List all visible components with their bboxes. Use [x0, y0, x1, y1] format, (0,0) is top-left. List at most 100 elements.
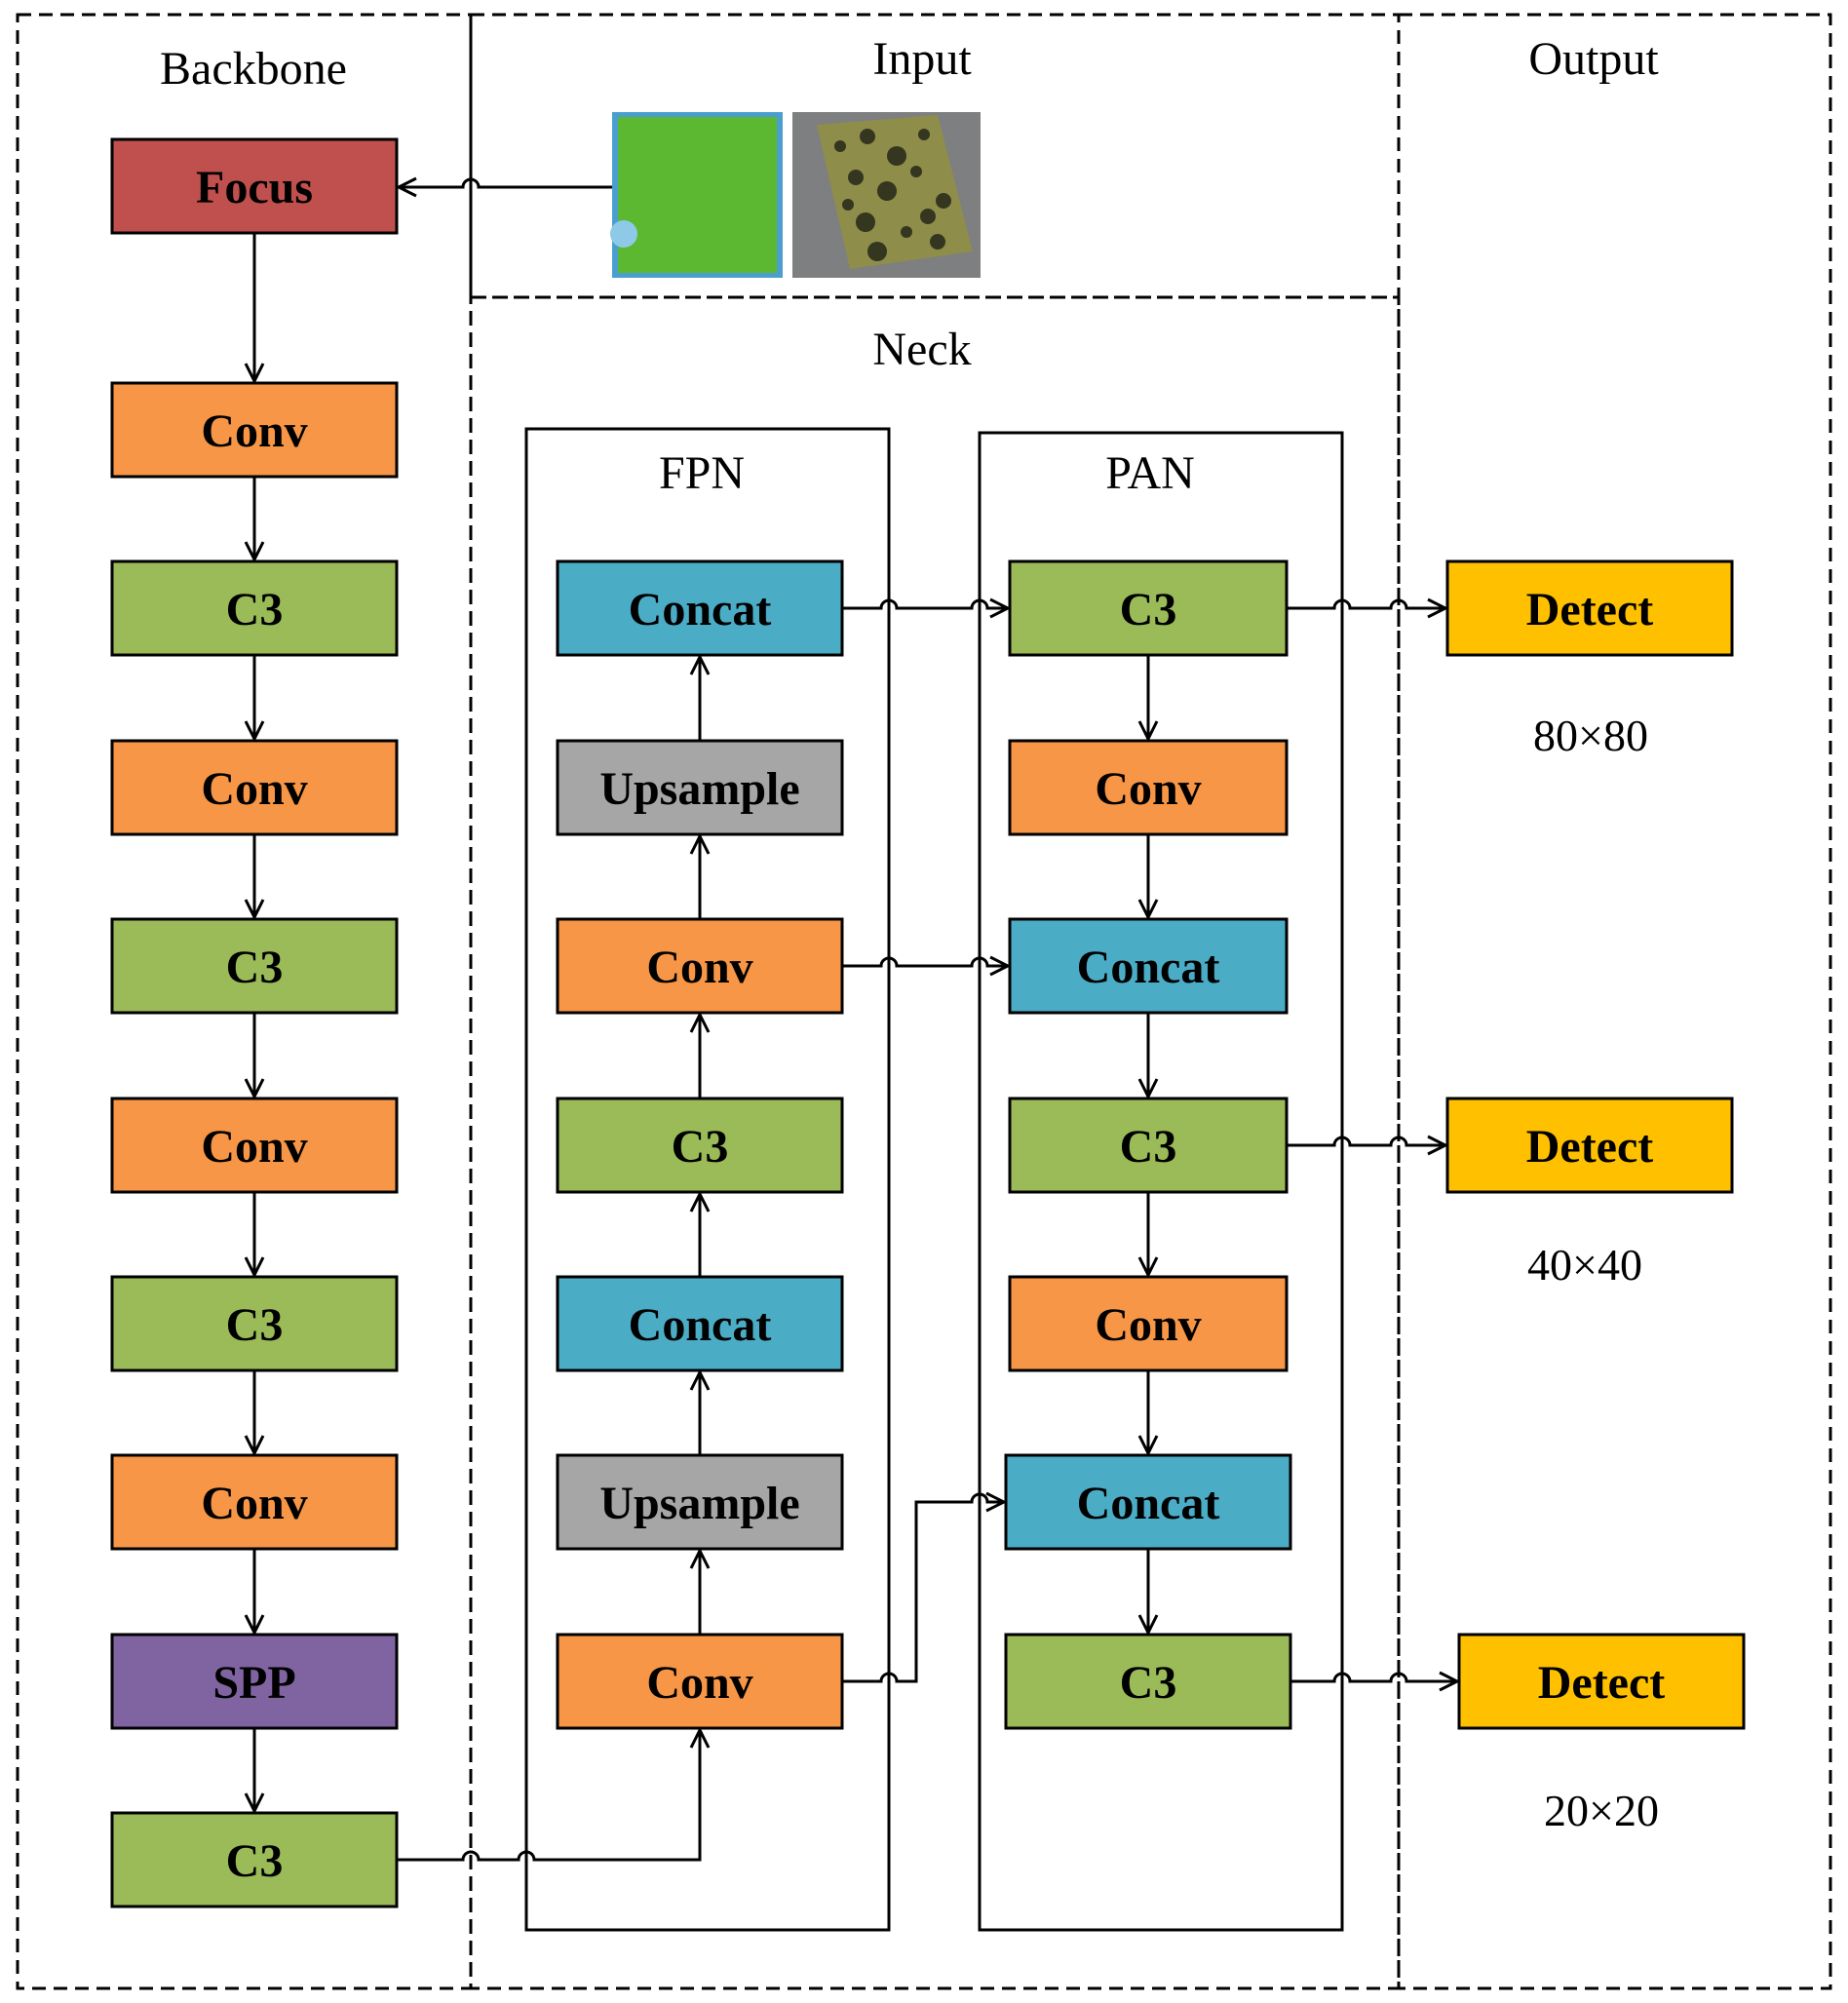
output-block-detect-2-box [1457, 1633, 1746, 1730]
backbone-block-conv-7-label: Conv [201, 1478, 307, 1529]
input-images [610, 112, 981, 278]
output-block-detect-1-label: Detect [1526, 1121, 1654, 1173]
pan-block-c3-0-label: C3 [1120, 584, 1177, 636]
input-image-1-card [618, 117, 777, 273]
pan-block-c3-6-label: C3 [1120, 1657, 1177, 1709]
pan-block-concat-2-box [1008, 917, 1289, 1015]
fpn-block-conv-2: Conv [556, 917, 844, 1015]
backbone-block-conv-1: Conv [110, 381, 399, 479]
fpn-block-upsample-5-box [556, 1453, 844, 1551]
pan-block-c3-0: C3 [1008, 559, 1289, 657]
backbone-block-focus-0: Focus [110, 137, 399, 235]
backbone-block-c3-9: C3 [110, 1811, 399, 1908]
pan-block-concat-5: Concat [1004, 1453, 1292, 1551]
fpn-block-conv-6-box [556, 1633, 844, 1730]
output-block-detect-1-box [1445, 1097, 1734, 1194]
backbone-block-spp-8: SPP [110, 1633, 399, 1730]
pan-block-conv-4: Conv [1008, 1275, 1289, 1372]
fpn-block-c3-3-label: C3 [672, 1121, 729, 1173]
pan-c3-to-detect-20-arrow [1290, 1674, 1457, 1681]
pan-block-c3-6-box [1004, 1633, 1292, 1730]
backbone-block-c3-6-box [110, 1275, 399, 1372]
output-size-label-0: 80×80 [1533, 711, 1648, 760]
fpn-block-concat-4: Concat [556, 1275, 844, 1372]
backbone-block-c3-4-box [110, 917, 399, 1015]
neck-frame [469, 295, 1401, 1990]
input-image-green-card [610, 112, 783, 278]
backbone-block-c3-9-box [110, 1811, 399, 1908]
backbone-block-c3-6-label: C3 [226, 1299, 284, 1351]
pan-frame [978, 431, 1344, 1932]
output-block-detect-0-box [1445, 559, 1734, 657]
backbone-block-c3-9-label: C3 [226, 1835, 284, 1887]
input-image-2-spot [918, 129, 930, 140]
output-size-label-1: 40×40 [1527, 1240, 1642, 1290]
fpn-block-upsample-1-box [556, 739, 844, 836]
pan-block-conv-1-box [1008, 739, 1289, 836]
pan-block-c3-3: C3 [1008, 1097, 1289, 1194]
input-image-spotted-card [792, 112, 981, 278]
output-block-detect-0: Detect [1445, 559, 1734, 657]
backbone-block-conv-7: Conv [110, 1453, 399, 1551]
fpn-block-upsample-1: Upsample [556, 739, 844, 836]
fpn-block-upsample-5-label: Upsample [599, 1478, 799, 1529]
pan-block-concat-2: Concat [1008, 917, 1289, 1015]
output-block-detect-1: Detect [1445, 1097, 1734, 1194]
input-image-2-spot [936, 193, 951, 209]
pan-block-conv-1: Conv [1008, 739, 1289, 836]
output-block-detect-2-label: Detect [1538, 1657, 1666, 1709]
backbone-block-spp-8-label: SPP [212, 1657, 295, 1709]
fpn-frame [524, 427, 891, 1932]
output-title: Output [1528, 33, 1659, 85]
backbone-block-conv-1-box [110, 381, 399, 479]
backbone-block-focus-0-label: Focus [196, 162, 313, 213]
pan-c3-to-detect-80-arrow [1287, 600, 1445, 608]
backbone-block-c3-4-label: C3 [226, 942, 284, 993]
input-image-1-notch [610, 220, 637, 248]
fpn-block-concat-0-label: Concat [629, 584, 772, 636]
input-title: Input [872, 33, 972, 85]
output-block-detect-0-label: Detect [1526, 584, 1654, 636]
fpn-block-concat-0-box [556, 559, 844, 657]
input-image-2-spot [842, 199, 854, 211]
backbone-block-conv-5: Conv [110, 1097, 399, 1194]
fpn-concat-to-pan-c3-arrow [842, 600, 1008, 608]
pan-block-c3-6: C3 [1004, 1633, 1292, 1730]
backbone-block-conv-1-label: Conv [201, 405, 307, 457]
fpn-block-concat-0: Concat [556, 559, 844, 657]
input-image-2-spot [834, 140, 846, 152]
pan-block-concat-2-label: Concat [1077, 942, 1220, 993]
backbone-block-conv-7-box [110, 1453, 399, 1551]
input-image-2-spot [867, 242, 887, 261]
pan-block-c3-3-label: C3 [1120, 1121, 1177, 1173]
backbone-block-c3-2-label: C3 [226, 584, 284, 636]
input-image-2-spot [901, 226, 912, 238]
backbone-block-spp-8-box [110, 1633, 399, 1730]
input-image-2-spot [848, 170, 864, 185]
fpn-block-conv-6: Conv [556, 1633, 844, 1730]
fpn-block-c3-3: C3 [556, 1097, 844, 1194]
fpn-conv-to-pan-concat-arrow [842, 958, 1008, 966]
pan-block-conv-1-label: Conv [1095, 763, 1201, 815]
fpn-block-conv-6-label: Conv [646, 1657, 752, 1709]
input-image-2-spot [910, 166, 922, 177]
fpn-block-c3-3-box [556, 1097, 844, 1194]
pan-title: PAN [1105, 447, 1195, 499]
backbone-block-conv-3-box [110, 739, 399, 836]
backbone-block-c3-6: C3 [110, 1275, 399, 1372]
connections [254, 179, 1457, 1862]
backbone-block-conv-5-label: Conv [201, 1121, 307, 1173]
backbone-c3-to-fpn-conv-arrow [397, 1730, 700, 1862]
fpn-conv-to-pan-concat-2-arrow [842, 1494, 1004, 1683]
fpn-block-concat-4-label: Concat [629, 1299, 772, 1351]
pan-block-concat-5-label: Concat [1077, 1478, 1220, 1529]
input-image-2-spot [930, 234, 945, 250]
output-frame [1397, 13, 1832, 1990]
pan-block-conv-4-label: Conv [1095, 1299, 1201, 1351]
